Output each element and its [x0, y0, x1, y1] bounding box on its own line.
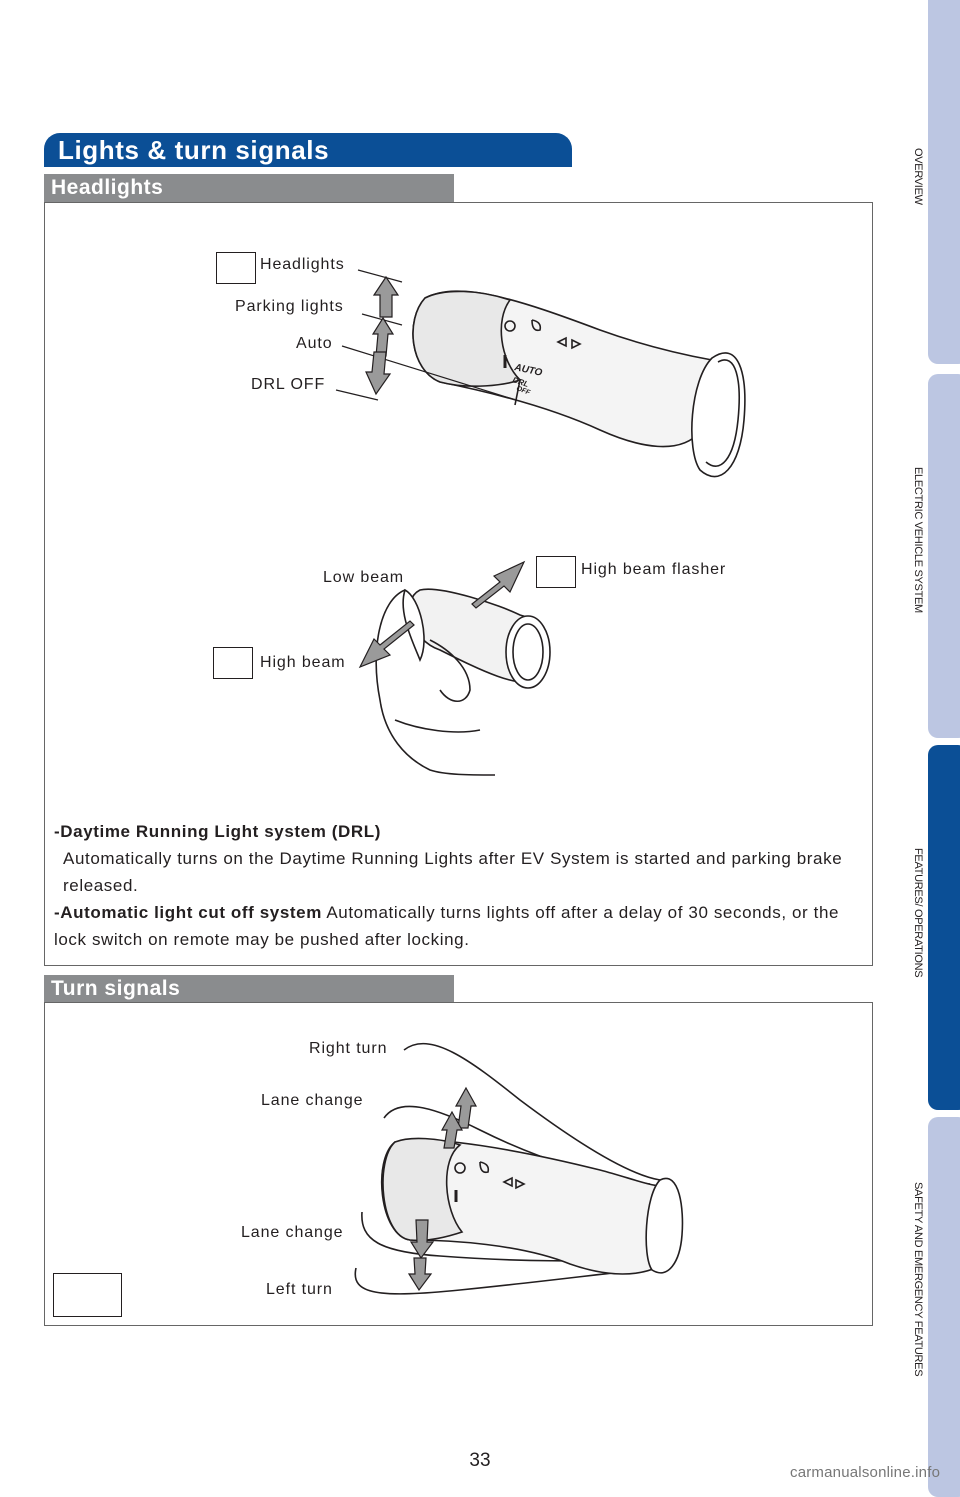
turn-arrows — [407, 1086, 478, 1292]
headlight-icon-box — [216, 252, 256, 284]
headlights-heading: Headlights — [44, 174, 454, 202]
side-tab-safety-emergency[interactable] — [928, 1117, 960, 1497]
drl-heading: Daytime Running Light system (DRL) — [60, 822, 382, 841]
side-label-safety-emergency: SAFETY AND EMERGENCY FEATURES — [912, 1182, 924, 1377]
label-drl-off: DRL OFF — [251, 376, 326, 393]
side-tab-overview[interactable] — [928, 0, 960, 364]
high-beam-icon-box — [213, 647, 253, 679]
label-right-turn: Right turn — [309, 1040, 388, 1057]
cutoff-heading: Automatic light cut off system — [60, 903, 322, 922]
page-title: Lights & turn signals — [44, 133, 572, 167]
beam-arrows — [358, 560, 526, 669]
drl-dash: - — [54, 822, 61, 841]
side-label-electric-vehicle-system: ELECTRIC VEHICLE SYSTEM — [912, 467, 924, 613]
stalk-top-illustration — [412, 290, 746, 478]
label-lane-change-down: Lane change — [241, 1224, 344, 1241]
side-tab-electric-vehicle-system[interactable] — [928, 374, 960, 738]
headlights-panel — [44, 202, 873, 966]
label-high-beam: High beam — [260, 654, 346, 671]
headlights-description: -Daytime Running Light system (DRL) Auto… — [54, 818, 862, 953]
side-label-overview: OVERVIEW — [912, 148, 924, 205]
side-tab-features-operations[interactable] — [928, 745, 960, 1110]
drl-text: Automatically turns on the Daytime Runni… — [63, 849, 843, 895]
label-lane-change-up: Lane change — [261, 1092, 364, 1109]
side-label-features-operations: FEATURES/ OPERATIONS — [912, 848, 924, 978]
turn-signals-heading: Turn signals — [44, 975, 454, 1003]
label-auto: Auto — [296, 335, 333, 352]
turn-signal-icon-box — [53, 1273, 122, 1317]
stalk-bottom-illustration — [380, 1137, 684, 1275]
label-high-beam-flasher: High beam flasher — [581, 561, 727, 578]
label-parking-lights: Parking lights — [235, 298, 344, 315]
label-low-beam: Low beam — [323, 569, 405, 586]
off-mark: OFF — [515, 385, 531, 397]
label-left-turn: Left turn — [266, 1281, 333, 1298]
high-beam-flasher-icon-box — [536, 556, 576, 588]
page-number: 33 — [469, 1450, 491, 1471]
watermark: carmanualsonline.info — [790, 1464, 941, 1481]
label-headlights: Headlights — [260, 256, 345, 273]
cutoff-text: Automatically turns lights off after a d… — [54, 903, 840, 949]
rotation-arrows — [365, 275, 400, 396]
hand-illustration — [375, 588, 551, 776]
turn-signals-panel — [44, 1002, 873, 1326]
cutoff-dash: - — [54, 903, 61, 922]
